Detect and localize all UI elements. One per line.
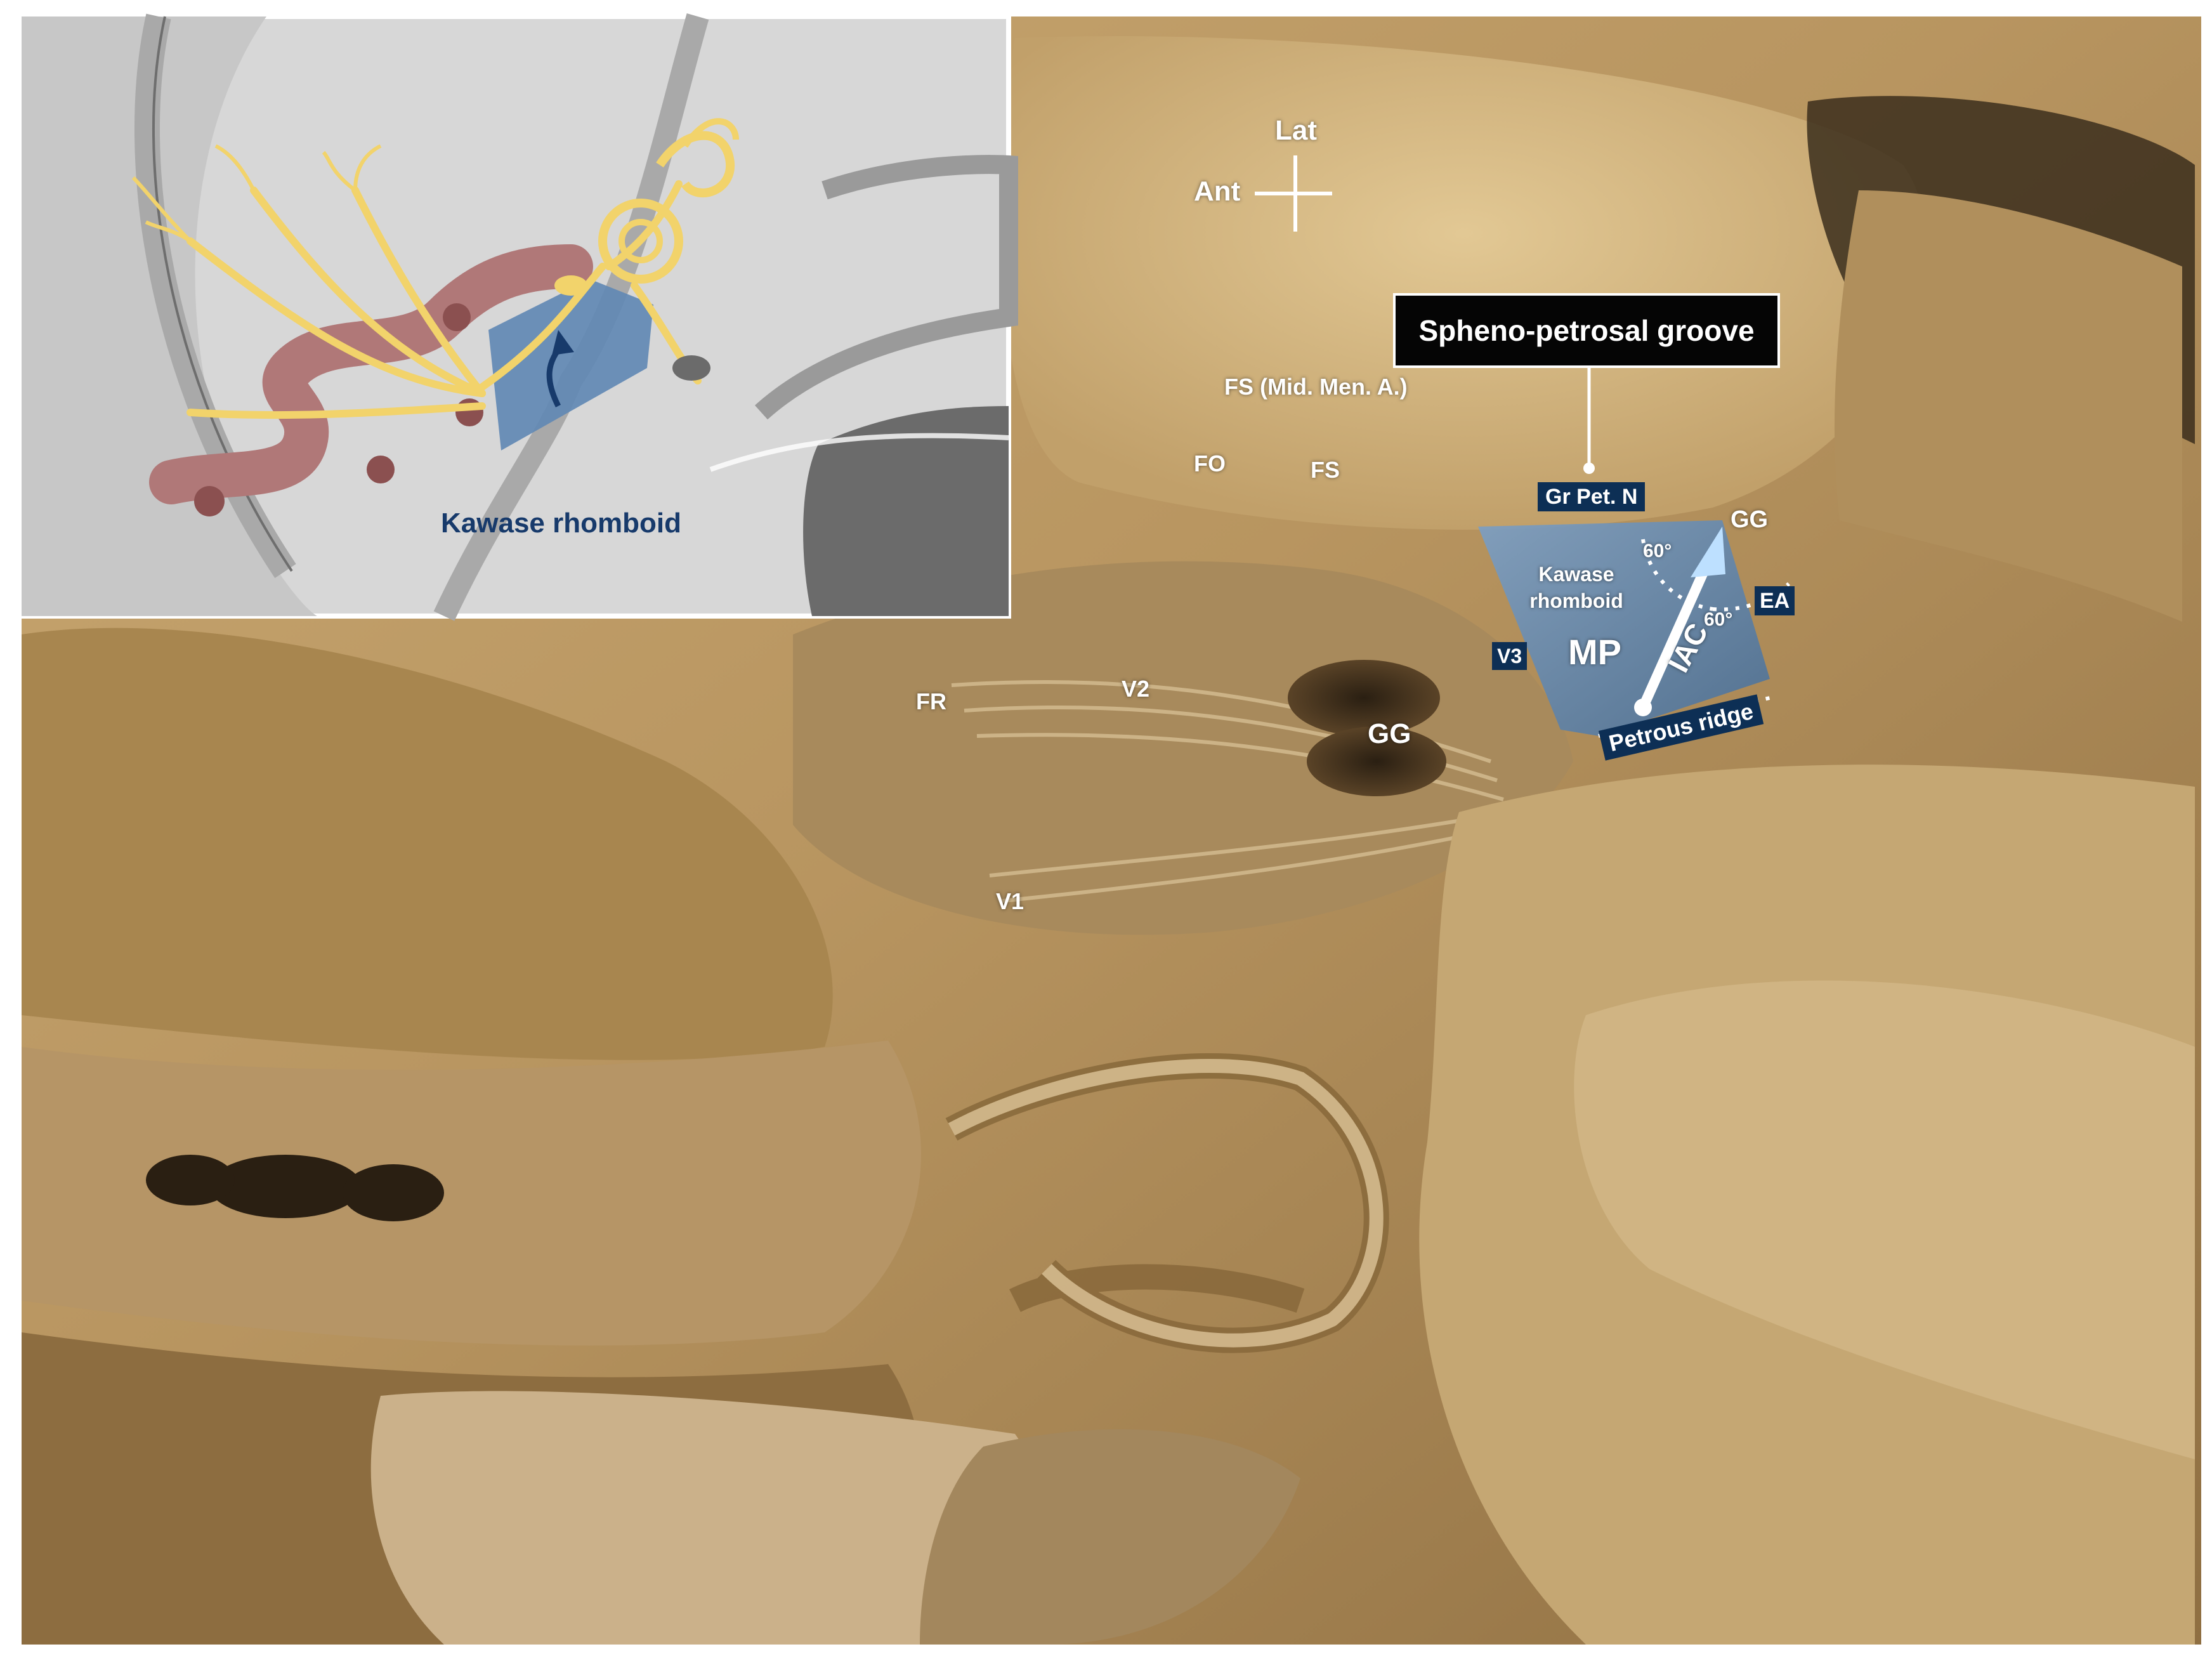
inset-schematic	[19, 13, 1018, 621]
label-gg-center: GG	[1368, 718, 1411, 749]
spheno-petrosal-groove-callout: Spheno-petrosal groove	[1393, 293, 1780, 368]
cadaver-photo	[22, 16, 2201, 1645]
anterior-label: Ant	[1194, 176, 1241, 207]
inset-caption: Kawase rhomboid	[441, 508, 681, 539]
label-fr: FR	[916, 688, 946, 714]
label-fs: FS	[1311, 457, 1340, 483]
label-angle-1: 60°	[1643, 541, 1672, 561]
label-fs-mma: FS (Mid. Men. A.)	[1224, 374, 1408, 400]
orientation-cross	[1255, 155, 1332, 232]
lateral-label: Lat	[1275, 115, 1317, 146]
label-kawase-rhomboid: Kawase rhomboid	[1529, 563, 1623, 612]
label-angle-2: 60°	[1704, 609, 1733, 630]
label-gg-top: GG	[1731, 506, 1769, 533]
label-v2: V2	[1122, 676, 1150, 702]
label-fo: FO	[1194, 450, 1226, 476]
label-v3: V3	[1492, 642, 1528, 670]
label-gr-pet-n: Gr Pet. N	[1538, 482, 1646, 511]
label-v1: V1	[996, 888, 1024, 914]
label-mp: MP	[1568, 632, 1621, 672]
label-ea: EA	[1755, 586, 1795, 615]
kawase-rhomboid-overlay	[1478, 520, 1790, 738]
